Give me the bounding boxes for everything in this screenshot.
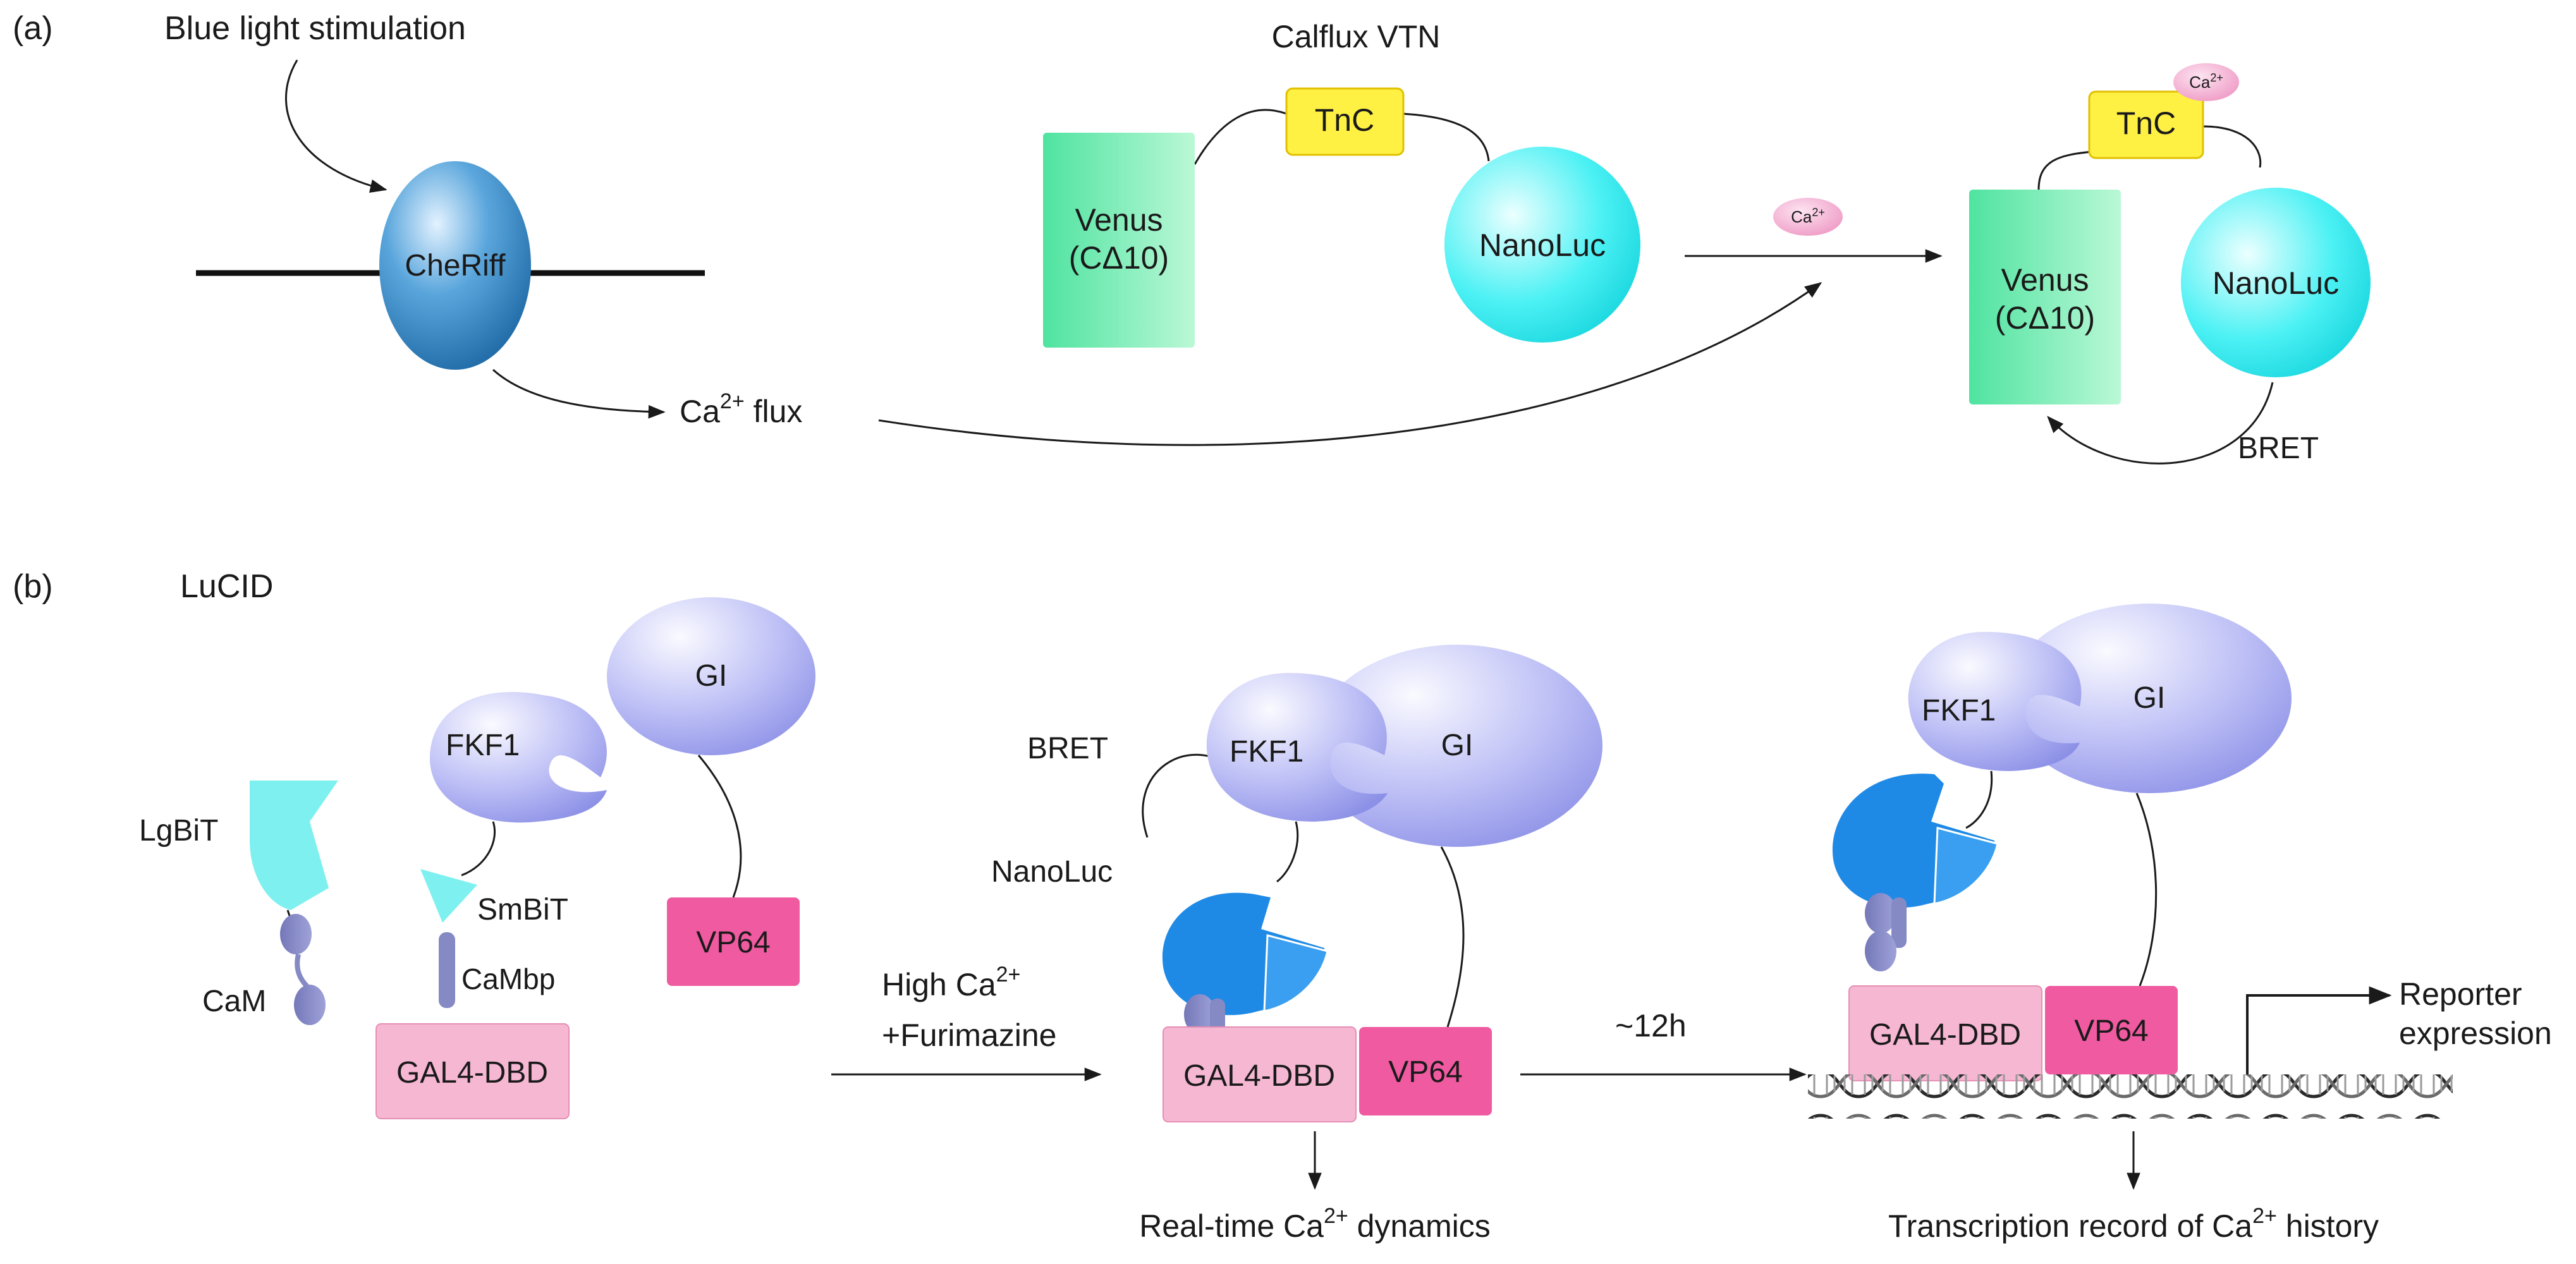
cam-linker (295, 954, 312, 991)
readout-1-label: Real-time Ca2+ dynamics (1139, 1204, 1491, 1244)
condition-line-1: High Ca2+ (882, 963, 1020, 1002)
cheriff-channel (379, 161, 531, 370)
nanoluc-label: NanoLuc (1479, 228, 1606, 263)
bound-ca-ion (2173, 63, 2239, 101)
cambp-rod-3 (1891, 897, 1907, 948)
bound-tnc-box (2088, 90, 2204, 159)
ca-flux-label: Ca2+ flux (680, 389, 802, 429)
bound-ca-label: Ca2+ (2189, 71, 2223, 92)
vp64-label-1: VP64 (696, 926, 770, 959)
smbit-shape (420, 869, 477, 923)
gi-label: GI (695, 659, 728, 693)
fkf1-label-2: FKF1 (1230, 735, 1303, 769)
linker-tnc-nanoluc (1403, 112, 1490, 162)
cam-bead-6 (1865, 931, 1896, 971)
tnc-box (1285, 87, 1405, 156)
vp64-label-3: VP64 (2074, 1014, 2148, 1048)
flux-arrow (492, 368, 666, 419)
fkf1-label-3: FKF1 (1922, 694, 1996, 727)
fkf1-shape (430, 691, 607, 823)
gi-label-3: GI (2133, 681, 2166, 715)
condition-line-2: +Furimazine (882, 1018, 1057, 1053)
panel-b: (b) LuCID LgBiT CaM FKF1 SmBiT CaMbp GAL… (13, 568, 2552, 1244)
smbit-label: SmBiT (477, 893, 568, 927)
bound-tnc-label: TnC (2116, 106, 2176, 141)
linker-venus-tnc (1193, 109, 1287, 165)
nanoluc-label-2: NanoLuc (991, 855, 1113, 889)
cam-bead-1 (280, 914, 312, 954)
venus-label: Venus(CΔ10) (1069, 202, 1169, 276)
vp64-label-2: VP64 (1388, 1055, 1462, 1089)
fkf1-shape-2 (1206, 672, 1388, 822)
cambp-rod (439, 932, 455, 1008)
dna-helix (1808, 1074, 2453, 1119)
gi-label-2: GI (1441, 729, 1474, 762)
vp64-box-3 (2045, 986, 2178, 1074)
cam-label: CaM (202, 985, 266, 1018)
bound-nanoluc-circle (2181, 188, 2371, 377)
fkf1-shape-3 (1908, 631, 2082, 771)
nanoluc-circle (1444, 147, 1640, 343)
cheriff-label: CheRiff (405, 249, 506, 283)
lucid-title: LuCID (180, 568, 273, 605)
gal4-box-2 (1163, 1026, 1357, 1122)
fkf1-smbit-linker (461, 821, 496, 877)
fkf1-nanoluc-linker-2 (1276, 821, 1299, 883)
nanoluc-slice-2 (1263, 934, 1329, 1012)
panel-a: (a) Blue light stimulation CheRiff Ca2+ … (13, 10, 2371, 465)
vp64-box-1 (667, 897, 800, 986)
lgbit-label: LgBiT (139, 814, 218, 848)
bound-venus-label: Venus(CΔ10) (1995, 262, 2095, 336)
fkf1-label: FKF1 (446, 729, 520, 762)
readout-2-label: Transcription record of Ca2+ history (1888, 1204, 2379, 1244)
bound-venus-box (1969, 190, 2121, 404)
panel-a-label: (a) (13, 10, 53, 47)
ca-ion-label: Ca2+ (1791, 206, 1825, 226)
bound-linker-right (2202, 125, 2262, 168)
panel-b-label: (b) (13, 568, 53, 605)
gi-shape (607, 597, 815, 755)
calflux-title: Calflux VTN (1272, 19, 1441, 54)
gal4-box-1 (375, 1023, 570, 1119)
gi-vp64-linker-3 (2135, 793, 2158, 987)
gi-vp64-linker (697, 755, 742, 898)
venus-box (1043, 133, 1195, 348)
cam-bead-5 (1865, 893, 1896, 933)
cam-bead-3 (1184, 994, 1216, 1035)
bret-arrow-a (2047, 382, 2274, 465)
fkf1-nanoluc-linker-3 (1965, 770, 1993, 829)
vp64-box-2 (1359, 1027, 1492, 1115)
cam-bead-2 (294, 985, 326, 1025)
bret-label-b: BRET (1027, 732, 1108, 765)
gal4-label-2: GAL4-DBD (1183, 1059, 1335, 1093)
nanoluc-slice-3 (1933, 827, 1999, 905)
cambp-label: CaMbp (461, 963, 555, 995)
blue-light-label: Blue light stimulation (164, 10, 466, 47)
gi-vp64-linker-2 (1440, 846, 1465, 1028)
lgbit-shape (250, 781, 338, 910)
ca-ion (1773, 198, 1843, 236)
light-arrow (285, 59, 388, 193)
bound-linker-left (2037, 150, 2093, 190)
transcription-arrow (2246, 986, 2392, 1074)
bret-label-a: BRET (2238, 432, 2319, 465)
tnc-label: TnC (1315, 102, 1374, 138)
time-label: ~12h (1615, 1008, 1687, 1043)
gal4-label-3: GAL4-DBD (1869, 1018, 2021, 1052)
gal4-label-1: GAL4-DBD (396, 1056, 548, 1090)
flux-to-sensor-arrow (878, 282, 1822, 446)
bound-nanoluc-label: NanoLuc (2213, 265, 2339, 301)
